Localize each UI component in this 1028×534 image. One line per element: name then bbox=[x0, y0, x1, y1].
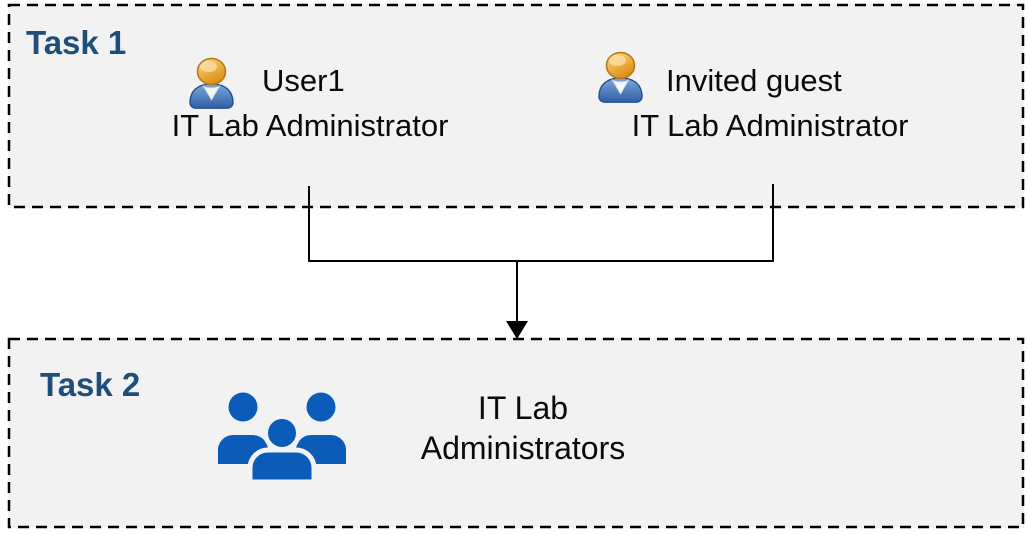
persona-name: User1 bbox=[262, 63, 345, 98]
group-name-line2: Administrators bbox=[420, 430, 626, 466]
group-name-line1: IT Lab bbox=[477, 390, 569, 426]
task1-box bbox=[8, 4, 1024, 208]
person-icon bbox=[592, 49, 649, 106]
people-group-icon bbox=[216, 390, 348, 485]
task1-label: Task 1 bbox=[26, 24, 127, 61]
person-icon bbox=[183, 55, 240, 112]
persona-role: IT Lab Administrator bbox=[171, 108, 449, 143]
persona-role: IT Lab Administrator bbox=[631, 108, 909, 143]
arrowhead bbox=[506, 321, 528, 339]
task2-label: Task 2 bbox=[40, 366, 141, 403]
group-name: IT Lab Administrators bbox=[373, 388, 673, 468]
persona-name: Invited guest bbox=[666, 63, 842, 98]
